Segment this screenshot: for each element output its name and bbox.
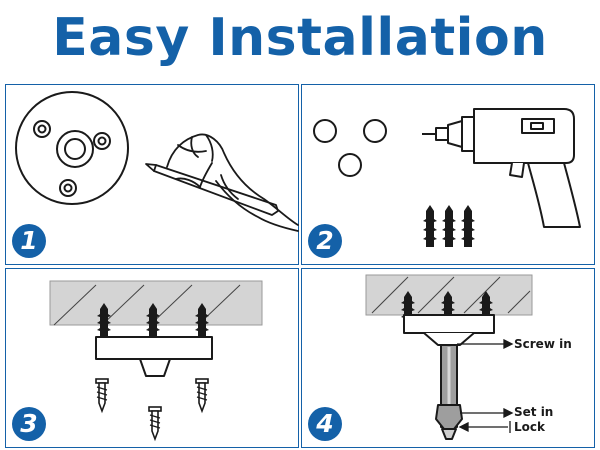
bracket-and-rod-icon: [403, 314, 495, 440]
set-in-label: Set in: [514, 405, 554, 419]
marked-holes-icon: [313, 119, 387, 177]
hand-with-pencil-icon: [145, 133, 299, 232]
wall-anchors-icon: [423, 205, 475, 247]
page-title: Easy Installation: [52, 8, 548, 68]
step-2-panel: 2: [301, 84, 595, 265]
step-3-badge: 3: [12, 407, 46, 441]
step-4-illustration: [365, 274, 533, 440]
step-2-illustration: [313, 108, 581, 247]
step-2-badge: 2: [308, 224, 342, 258]
screws-icon: [95, 378, 209, 442]
step-3-illustration: [49, 280, 263, 442]
step-4-badge: 4: [308, 407, 342, 441]
step-1-panel: 1: [5, 84, 299, 265]
step-3-panel: 3: [5, 268, 299, 448]
step-1-illustration: [15, 91, 299, 232]
mounting-plate-icon: [15, 91, 129, 205]
lock-label: Lock: [514, 420, 545, 434]
mounting-bracket-icon: [95, 336, 213, 377]
screw-in-label: Screw in: [514, 337, 572, 351]
anchors-in-ceiling-icon: [97, 303, 209, 337]
step-1-badge: 1: [12, 224, 46, 258]
step-4-panel: Screw in Set in Lock 4: [301, 268, 595, 448]
callout-arrows: [457, 338, 514, 433]
electric-drill-icon: [422, 108, 581, 228]
